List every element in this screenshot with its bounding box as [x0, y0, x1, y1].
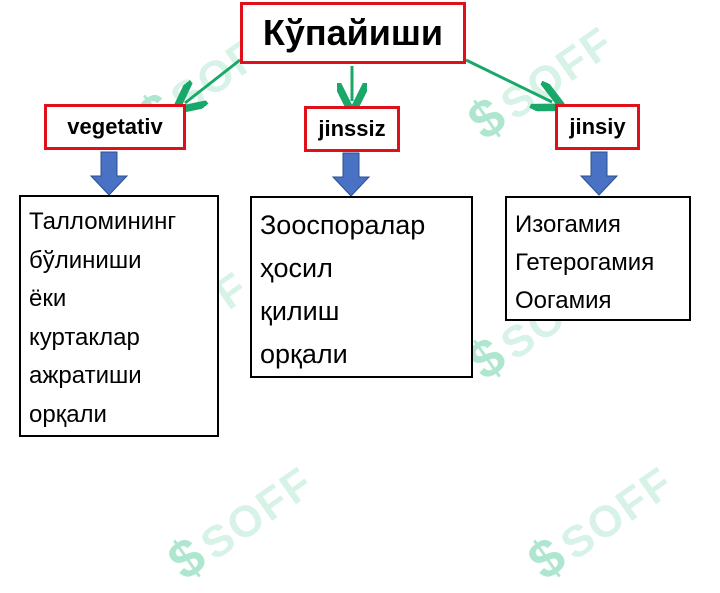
description-line: ажратиши — [29, 362, 142, 389]
description-line: Талломининг — [29, 208, 177, 235]
connector-arrows — [89, 58, 619, 197]
diagram-title: Кўпайиши — [240, 2, 466, 64]
description-line: Зооспоралар — [260, 210, 426, 240]
description-line: Оогамия — [515, 287, 612, 314]
category-vegetativ: vegetativ — [44, 104, 186, 150]
description-line: орқали — [260, 339, 348, 369]
description-line: ҳосил — [260, 253, 333, 283]
vegetativ-description: Талломининг бўлиниши ёки куртаклар ажрат… — [19, 195, 219, 437]
category-jinsiy: jinsiy — [555, 104, 640, 150]
arrow-title-to-jinsiy — [465, 58, 552, 102]
arrow-vegetativ-down — [89, 151, 129, 196]
jinsiy-description: Изогамия Гетерогамия Оогамия — [505, 196, 691, 321]
arrow-jinsiy-down — [579, 151, 619, 196]
description-line: бўлиниши — [29, 246, 142, 274]
description-line: ёки — [29, 285, 67, 312]
jinssiz-description: Зооспоралар ҳосил қилиш орқали — [250, 196, 473, 378]
description-line: куртаклар — [29, 323, 140, 351]
description-line: Гетерогамия — [515, 249, 655, 276]
arrow-title-to-vegetativ — [185, 58, 241, 103]
description-line: Изогамия — [515, 211, 621, 238]
category-jinssiz: jinssiz — [304, 106, 400, 152]
description-line: қилиш — [260, 296, 340, 326]
arrow-jinssiz-down — [331, 152, 371, 197]
description-line: орқали — [29, 400, 107, 428]
